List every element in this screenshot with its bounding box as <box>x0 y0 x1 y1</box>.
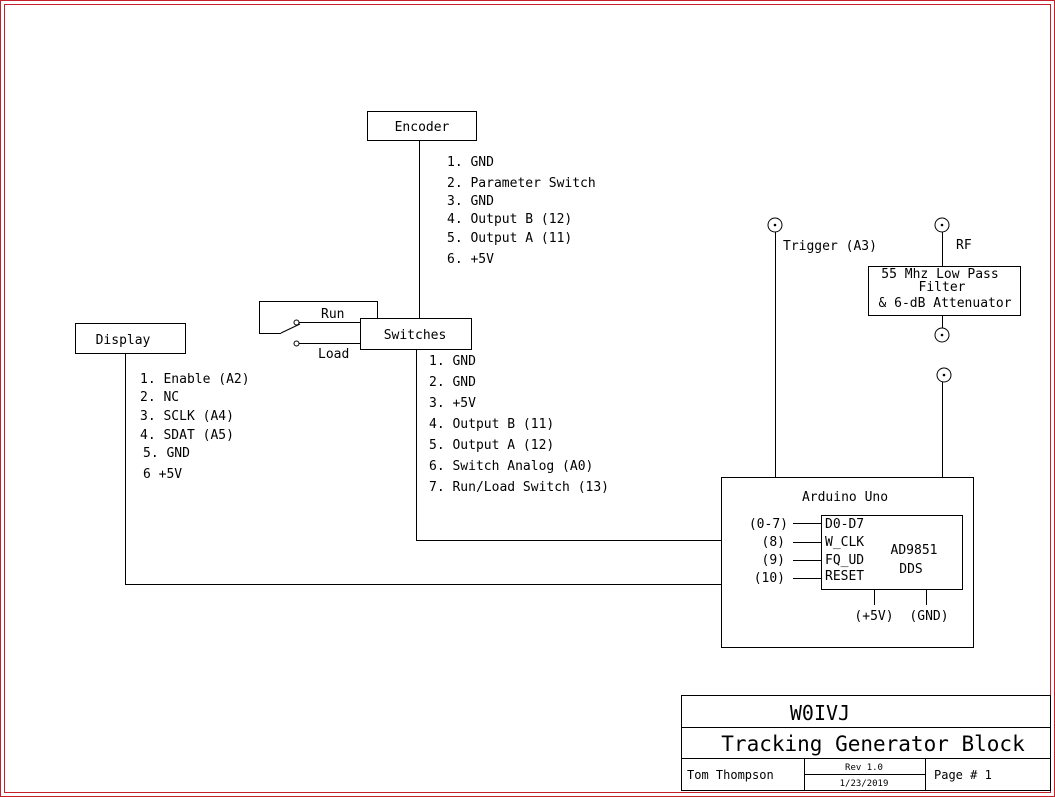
switches-pin: 6. Switch Analog (A0) <box>429 459 593 474</box>
filter-in-connector-center <box>940 333 944 337</box>
display-pin: 5. GND <box>143 446 190 461</box>
switch-lever <box>280 323 301 334</box>
dds-pin-list: (0-7) D0-D7 (8) W_CLK (9) FQ_UD (10) RES… <box>749 517 864 586</box>
run-load-switch-wire <box>259 301 378 334</box>
load-label: Load <box>318 347 349 362</box>
encoder-block: Encoder 1. GND 2. Parameter Switch 3. GN… <box>367 111 596 318</box>
page-number: Page # 1 <box>934 768 992 782</box>
run-load-switch: Run Load <box>259 301 378 362</box>
rf-filter-line: 55 Mhz Low Pass <box>881 267 998 282</box>
title-block: W0IVJ Tracking Generator Block Tom Thomp… <box>681 695 1051 791</box>
dds-pin-name: RESET <box>825 569 864 584</box>
display-label: Display <box>96 333 151 348</box>
display-box <box>75 323 186 354</box>
switches-pin: 2. GND <box>429 375 476 390</box>
encoder-pin: 2. Parameter Switch <box>447 176 596 191</box>
power-label: (+5V) <box>854 609 893 624</box>
trigger-label: Trigger (A3) <box>783 239 877 254</box>
rf-path: RF 55 Mhz Low Pass Filter & 6-dB Attenua… <box>868 217 1021 515</box>
run-label: Run <box>321 307 344 322</box>
dds-out-connector-center <box>942 373 946 377</box>
switch-contact-run <box>293 319 300 326</box>
encoder-pin: 5. Output A (11) <box>447 231 572 246</box>
dds-pin-number: (10) <box>754 571 785 586</box>
dds-pin-number: (9) <box>762 553 785 568</box>
ground-label: (GND) <box>909 609 948 624</box>
switches-pin-list: 1. GND 2. GND 3. +5V 4. Output B (11) 5.… <box>429 354 609 495</box>
display-pin: 2. NC <box>140 390 179 405</box>
dds-box <box>821 515 963 590</box>
display-pin: 6 +5V <box>143 467 182 482</box>
rf-filter-line: Filter <box>919 280 966 295</box>
switches-pin: 5. Output A (12) <box>429 438 554 453</box>
switches-to-arduino-wire <box>416 350 722 541</box>
display-pin: 1. Enable (A2) <box>140 372 250 387</box>
drawing-title: Tracking Generator Block <box>721 732 1025 756</box>
dds-pin-number: (0-7) <box>749 517 788 532</box>
display-pin: 3. SCLK (A4) <box>140 409 234 424</box>
trigger-connector-center <box>773 223 777 227</box>
switch-contact-load <box>293 340 300 347</box>
revision: Rev 1.0 <box>845 763 883 773</box>
dds-pin-name: W_CLK <box>825 535 864 550</box>
encoder-box <box>367 111 477 141</box>
rf-out-connector-center <box>940 223 944 227</box>
arduino-block: Arduino Uno AD9851 DDS (0-7) D0-D7 (8) W… <box>721 477 974 648</box>
encoder-label: Encoder <box>395 120 450 135</box>
rf-filter-line: & 6-dB Attenuator <box>878 296 1011 311</box>
switches-box <box>360 318 472 350</box>
switches-pin: 7. Run/Load Switch (13) <box>429 480 609 495</box>
arduino-label: Arduino Uno <box>802 490 888 505</box>
dds-sub: DDS <box>899 562 922 577</box>
author: Tom Thompson <box>687 768 774 782</box>
dds-name: AD9851 <box>891 543 938 558</box>
switches-pin: 3. +5V <box>429 396 476 411</box>
display-block: Display 1. Enable (A2) 2. NC 3. SCLK (A4… <box>75 323 722 585</box>
switches-label: Switches <box>384 328 447 343</box>
rf-label: RF <box>956 238 972 253</box>
dds-pin-number: (8) <box>762 535 785 550</box>
display-pin: 4. SDAT (A5) <box>140 428 234 443</box>
encoder-pin: 1. GND <box>447 155 494 170</box>
switches-pin: 1. GND <box>429 354 476 369</box>
encoder-pin: 4. Output B (12) <box>447 212 572 227</box>
display-to-arduino-wire <box>125 354 722 585</box>
encoder-pin: 6. +5V <box>447 252 494 267</box>
dds-pin-name: FQ_UD <box>825 553 864 568</box>
switches-pin: 4. Output B (11) <box>429 417 554 432</box>
trigger-connector: Trigger (A3) <box>767 217 877 478</box>
display-pin-list: 1. Enable (A2) 2. NC 3. SCLK (A4) 4. SDA… <box>140 372 250 482</box>
sheet-inner-border <box>4 4 1051 793</box>
encoder-pin: 3. GND <box>447 194 494 209</box>
date: 1/23/2019 <box>840 779 889 789</box>
callsign: W0IVJ <box>790 701 850 725</box>
dds-pin-name: D0-D7 <box>825 517 864 532</box>
rf-filter-box <box>868 266 1021 316</box>
encoder-pin-list: 1. GND 2. Parameter Switch 3. GND 4. Out… <box>447 155 596 267</box>
switches-block: Switches 1. GND 2. GND 3. +5V 4. Output … <box>360 318 722 541</box>
